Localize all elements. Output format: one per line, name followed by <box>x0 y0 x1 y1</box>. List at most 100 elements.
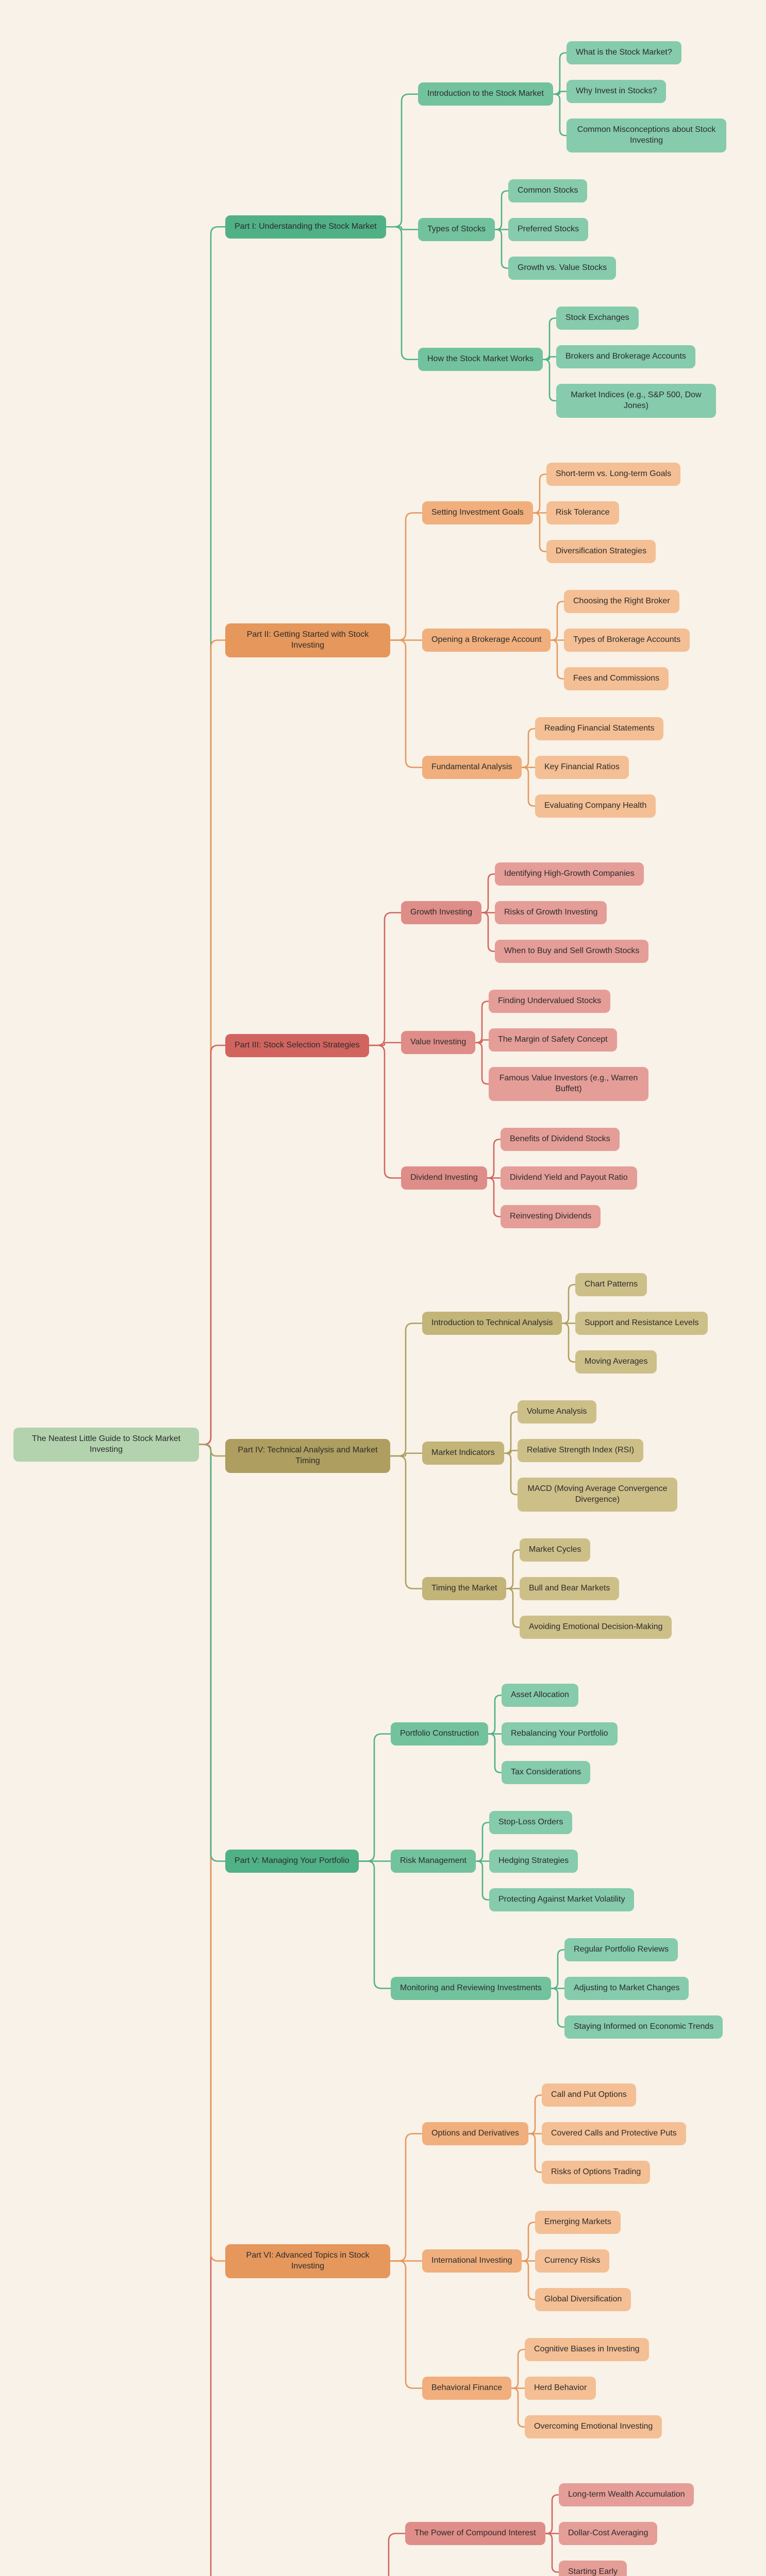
node-identifying-high-growth-companies[interactable]: Identifying High-Growth Companies <box>495 862 644 886</box>
node-call-and-put-options[interactable]: Call and Put Options <box>542 2083 636 2107</box>
node-key-financial-ratios[interactable]: Key Financial Ratios <box>535 756 629 779</box>
node-avoiding-emotional-decision-making[interactable]: Avoiding Emotional Decision-Making <box>520 1616 672 1639</box>
node-introduction-to-technical-analysis[interactable]: Introduction to Technical Analysis <box>422 1312 562 1335</box>
node-part-vi-advanced-topics-in-stock-investing[interactable]: Part VI: Advanced Topics in Stock Invest… <box>225 2244 390 2278</box>
node-dollar-cost-averaging[interactable]: Dollar-Cost Averaging <box>559 2522 658 2545</box>
connector <box>198 639 226 1445</box>
node-long-term-wealth-accumulation[interactable]: Long-term Wealth Accumulation <box>559 2483 694 2506</box>
node-fundamental-analysis[interactable]: Fundamental Analysis <box>422 756 522 779</box>
node-risks-of-options-trading[interactable]: Risks of Options Trading <box>542 2161 651 2184</box>
node-how-the-stock-market-works[interactable]: How the Stock Market Works <box>418 348 543 371</box>
node-dividend-yield-and-payout-ratio[interactable]: Dividend Yield and Payout Ratio <box>501 1166 637 1190</box>
node-chart-patterns[interactable]: Chart Patterns <box>575 1273 647 1296</box>
node-currency-risks[interactable]: Currency Risks <box>535 2249 610 2273</box>
node-moving-averages[interactable]: Moving Averages <box>575 1350 657 1374</box>
node-reading-financial-statements[interactable]: Reading Financial Statements <box>535 717 664 740</box>
connector <box>532 473 547 514</box>
node-setting-investment-goals[interactable]: Setting Investment Goals <box>422 501 533 524</box>
connector <box>198 1444 226 1457</box>
node-types-of-stocks[interactable]: Types of Stocks <box>418 218 495 241</box>
node-emerging-markets[interactable]: Emerging Markets <box>535 2211 621 2234</box>
node-adjusting-to-market-changes[interactable]: Adjusting to Market Changes <box>564 1977 689 2000</box>
connector <box>510 2349 526 2389</box>
node-benefits-of-dividend-stocks[interactable]: Benefits of Dividend Stocks <box>501 1128 620 1151</box>
node-international-investing[interactable]: International Investing <box>422 2249 522 2273</box>
node-opening-a-brokerage-account[interactable]: Opening a Brokerage Account <box>422 629 551 652</box>
node-part-ii-getting-started-with-stock-investing[interactable]: Part II: Getting Started with Stock Inve… <box>225 623 390 657</box>
node-regular-portfolio-reviews[interactable]: Regular Portfolio Reviews <box>564 1938 678 1961</box>
node-market-cycles[interactable]: Market Cycles <box>520 1538 591 1562</box>
node-staying-informed-on-economic-trends[interactable]: Staying Informed on Economic Trends <box>564 2015 723 2039</box>
connector <box>552 93 568 137</box>
node-starting-early[interactable]: Starting Early <box>559 2561 627 2576</box>
node-cognitive-biases-in-investing[interactable]: Cognitive Biases in Investing <box>525 2338 649 2361</box>
node-bull-and-bear-markets[interactable]: Bull and Bear Markets <box>520 1577 620 1600</box>
connector <box>486 1139 502 1179</box>
connector <box>521 728 536 768</box>
node-choosing-the-right-broker[interactable]: Choosing the Right Broker <box>564 590 679 613</box>
node-stock-exchanges[interactable]: Stock Exchanges <box>556 307 639 330</box>
node-risk-tolerance[interactable]: Risk Tolerance <box>546 501 619 524</box>
node-market-indices-e-g-s-p-500-dow-jones[interactable]: Market Indices (e.g., S&P 500, Dow Jones… <box>556 384 716 418</box>
node-value-investing[interactable]: Value Investing <box>401 1031 476 1054</box>
node-herd-behavior[interactable]: Herd Behavior <box>525 2377 596 2400</box>
node-covered-calls-and-protective-puts[interactable]: Covered Calls and Protective Puts <box>542 2122 686 2145</box>
node-risks-of-growth-investing[interactable]: Risks of Growth Investing <box>495 901 607 924</box>
connector <box>487 1733 503 1773</box>
node-fees-and-commissions[interactable]: Fees and Commissions <box>564 667 669 690</box>
node-part-i-understanding-the-stock-market[interactable]: Part I: Understanding the Stock Market <box>225 215 386 239</box>
node-common-stocks[interactable]: Common Stocks <box>508 179 588 202</box>
node-the-margin-of-safety-concept[interactable]: The Margin of Safety Concept <box>489 1028 617 1052</box>
connector <box>552 52 568 95</box>
node-monitoring-and-reviewing-investments[interactable]: Monitoring and Reviewing Investments <box>391 1977 551 2000</box>
node-stop-loss-orders[interactable]: Stop-Loss Orders <box>489 1811 573 1834</box>
node-part-iv-technical-analysis-and-market-timing[interactable]: Part IV: Technical Analysis and Market T… <box>225 1439 390 1473</box>
node-reinvesting-dividends[interactable]: Reinvesting Dividends <box>501 1205 601 1228</box>
node-growth-vs-value-stocks[interactable]: Growth vs. Value Stocks <box>508 257 617 280</box>
node-common-misconceptions-about-stock-investing[interactable]: Common Misconceptions about Stock Invest… <box>567 118 726 152</box>
node-asset-allocation[interactable]: Asset Allocation <box>502 1684 578 1707</box>
node-overcoming-emotional-investing[interactable]: Overcoming Emotional Investing <box>525 2415 662 2438</box>
root-node-the-neatest-little-guide-to-stock-market-investi[interactable]: The Neatest Little Guide to Stock Market… <box>13 1428 199 1462</box>
connector <box>494 229 509 269</box>
node-portfolio-construction[interactable]: Portfolio Construction <box>391 1722 488 1745</box>
node-growth-investing[interactable]: Growth Investing <box>401 901 482 924</box>
node-rebalancing-your-portfolio[interactable]: Rebalancing Your Portfolio <box>502 1722 618 1745</box>
node-evaluating-company-health[interactable]: Evaluating Company Health <box>535 794 656 818</box>
node-when-to-buy-and-sell-growth-stocks[interactable]: When to Buy and Sell Growth Stocks <box>495 940 649 963</box>
node-famous-value-investors-e-g-warren-buffett[interactable]: Famous Value Investors (e.g., Warren Buf… <box>489 1067 648 1101</box>
node-part-v-managing-your-portfolio[interactable]: Part V: Managing Your Portfolio <box>225 1850 359 1873</box>
connector <box>198 226 226 1445</box>
node-what-is-the-stock-market[interactable]: What is the Stock Market? <box>567 41 681 64</box>
node-why-invest-in-stocks[interactable]: Why Invest in Stocks? <box>567 80 667 103</box>
node-timing-the-market[interactable]: Timing the Market <box>422 1577 507 1600</box>
connector <box>486 1177 502 1217</box>
node-market-indicators[interactable]: Market Indicators <box>422 1442 504 1465</box>
connector <box>544 2533 560 2573</box>
node-finding-undervalued-stocks[interactable]: Finding Undervalued Stocks <box>489 990 611 1013</box>
node-behavioral-finance[interactable]: Behavioral Finance <box>422 2377 511 2400</box>
node-part-iii-stock-selection-strategies[interactable]: Part III: Stock Selection Strategies <box>225 1034 369 1057</box>
node-diversification-strategies[interactable]: Diversification Strategies <box>546 540 656 563</box>
node-options-and-derivatives[interactable]: Options and Derivatives <box>422 2122 528 2145</box>
node-risk-management[interactable]: Risk Management <box>391 1850 476 1873</box>
node-tax-considerations[interactable]: Tax Considerations <box>502 1761 591 1784</box>
node-introduction-to-the-stock-market[interactable]: Introduction to the Stock Market <box>418 82 553 106</box>
node-short-term-vs-long-term-goals[interactable]: Short-term vs. Long-term Goals <box>546 463 681 486</box>
connector <box>368 1042 402 1046</box>
node-macd-moving-average-convergence-divergence[interactable]: MACD (Moving Average Convergence Diverge… <box>518 1478 677 1512</box>
node-volume-analysis[interactable]: Volume Analysis <box>518 1400 596 1423</box>
connector <box>388 2533 406 2576</box>
node-relative-strength-index-rsi[interactable]: Relative Strength Index (RSI) <box>518 1439 644 1462</box>
connector <box>385 93 419 228</box>
node-types-of-brokerage-accounts[interactable]: Types of Brokerage Accounts <box>564 629 690 652</box>
node-the-power-of-compound-interest[interactable]: The Power of Compound Interest <box>405 2522 545 2545</box>
node-support-and-resistance-levels[interactable]: Support and Resistance Levels <box>575 1312 708 1335</box>
node-global-diversification[interactable]: Global Diversification <box>535 2288 631 2311</box>
node-preferred-stocks[interactable]: Preferred Stocks <box>508 218 589 241</box>
node-brokers-and-brokerage-accounts[interactable]: Brokers and Brokerage Accounts <box>556 345 695 368</box>
node-protecting-against-market-volatility[interactable]: Protecting Against Market Volatility <box>489 1888 635 1911</box>
node-dividend-investing[interactable]: Dividend Investing <box>401 1166 487 1190</box>
node-hedging-strategies[interactable]: Hedging Strategies <box>489 1850 578 1873</box>
connector <box>542 356 557 361</box>
